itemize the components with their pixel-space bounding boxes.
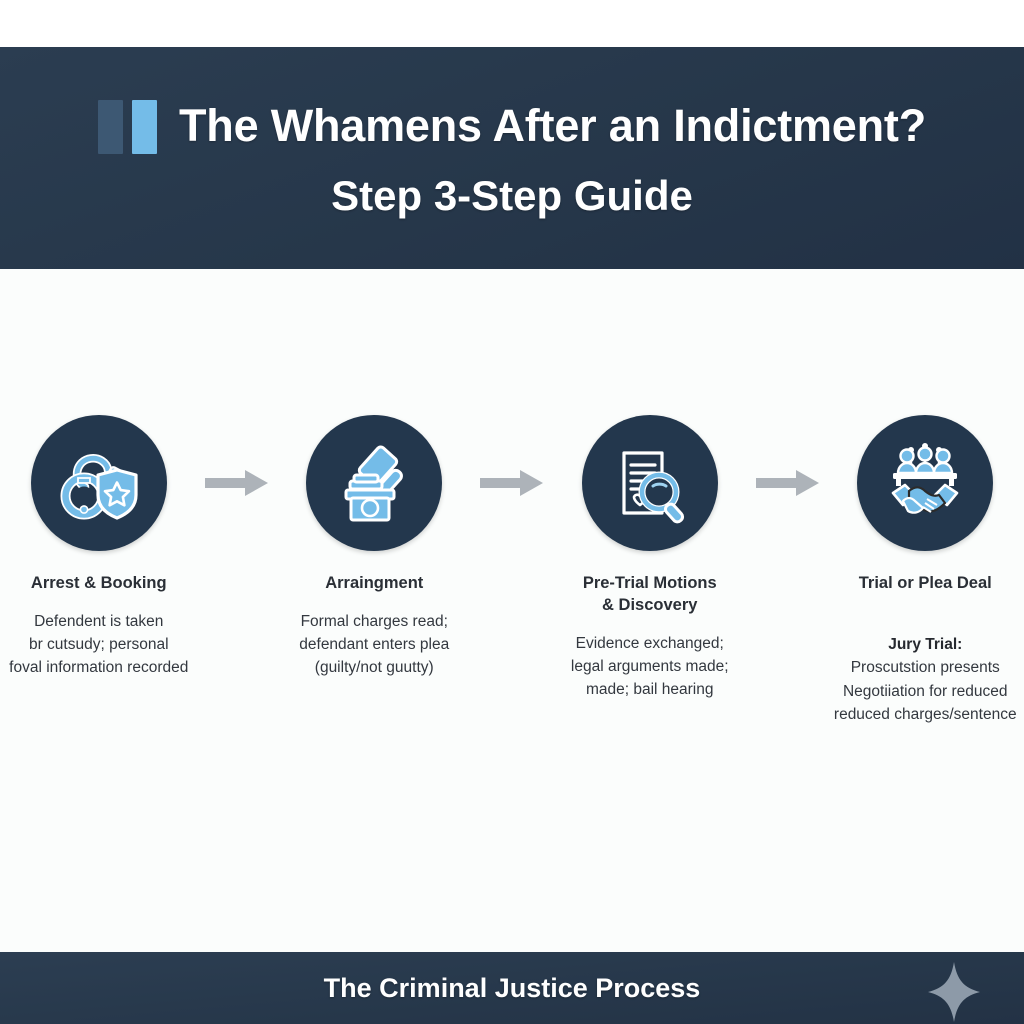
gavel-podium-icon — [344, 445, 404, 522]
arrow-right-icon — [749, 415, 827, 551]
step-description-lead: Jury Trial: — [888, 636, 963, 654]
step-trial-or-plea-deal[interactable]: Trial or Plea Deal Jury Trial: Proscutsti… — [827, 415, 1024, 726]
step-arrest-booking[interactable]: Arrest & Booking Defendent is taken br c… — [0, 415, 198, 680]
step-icon-circle — [857, 415, 994, 551]
accent-bar-light-icon — [132, 99, 157, 154]
step-arraignment[interactable]: Arraingment Formal charges read; defenda… — [276, 415, 474, 680]
accent-bar-dark-icon — [98, 99, 123, 154]
step-description: Defendent is taken br cutsudy; personal … — [9, 612, 189, 677]
step-title: Arraingment — [325, 574, 424, 592]
step-title: Trial or Plea Deal — [858, 574, 992, 592]
arrow-right-icon — [473, 415, 551, 551]
document-magnifier-icon — [622, 451, 684, 524]
step-title: Pre-Trial Motions & Discovery — [582, 574, 717, 614]
step-icon-circle — [30, 415, 167, 551]
header-banner: The Whamens After an Indictment? Step 3-… — [0, 47, 1024, 269]
step-icon-circle — [306, 415, 443, 551]
jury-handshake-icon — [891, 443, 959, 514]
sparkle-icon — [928, 962, 980, 1022]
header-title-row: The Whamens After an Indictment? — [0, 98, 1024, 154]
page-subtitle: Step 3-Step Guide — [331, 171, 693, 219]
step-pretrial-motions[interactable]: Pre-Trial Motions & Discovery Evidence e… — [551, 415, 749, 701]
step-description: Evidence exchanged; legal arguments made… — [570, 634, 729, 699]
step-icon-circle — [581, 415, 718, 551]
step-title: Arrest & Booking — [30, 574, 167, 592]
step-description: Formal charges read; defendant enters pl… — [299, 612, 450, 677]
arrow-right-icon — [198, 415, 276, 551]
process-steps: Arrest & Booking Defendent is taken br c… — [0, 415, 1024, 726]
page-title: The Whamens After an Indictment? — [179, 100, 926, 152]
content-area: Arrest & Booking Defendent is taken br c… — [0, 269, 1024, 952]
footer-title: The Criminal Justice Process — [323, 972, 701, 1003]
footer-banner: The Criminal Justice Process — [0, 952, 1024, 1024]
handcuffs-badge-icon — [60, 454, 138, 520]
step-description: Jury Trial: Proscutstion presents Negotii… — [834, 610, 1017, 726]
accent-bars — [98, 99, 157, 154]
step-description-body: Proscutstion presents Negotiiation for r… — [833, 659, 1017, 723]
